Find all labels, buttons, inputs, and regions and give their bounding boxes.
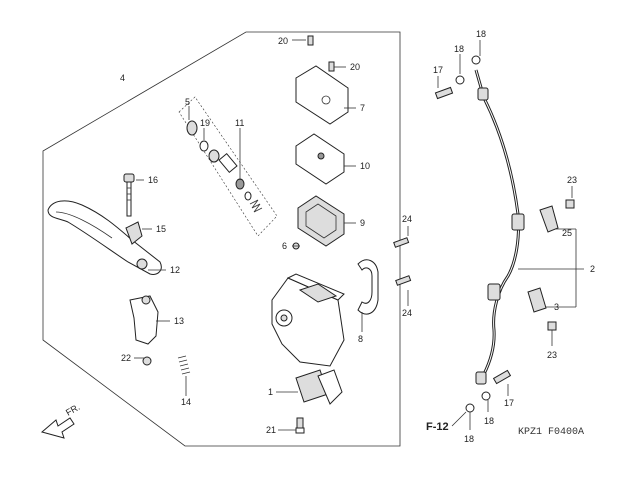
pivot-bolt [123,173,135,217]
ref-19: 19 [200,118,210,128]
reservoir-cover [295,65,349,125]
nut [142,356,152,366]
master-cylinder-body [271,273,345,405]
ref-18-upper-right: 18 [476,29,486,39]
front-arrow-icon [40,417,75,439]
ref-5: 5 [185,97,190,107]
ref-14: 14 [181,397,191,407]
ref-20-cover-screw: 20 [350,62,360,72]
ref-10: 10 [360,161,370,171]
bracket-pivot [141,295,151,305]
ref-15: 15 [156,224,166,234]
cover-screws [307,35,335,72]
ref-17-lower: 17 [504,398,514,408]
piston-kit-parts [186,120,263,213]
ref-22: 22 [121,353,131,363]
ref-7: 7 [360,103,365,113]
ref-24-upper: 24 [402,214,412,224]
ref-4: 4 [120,73,125,83]
holder [357,259,379,315]
ref-18-lower-right: 18 [484,416,494,426]
hose-clamps [527,205,559,313]
brake-lever [47,200,162,275]
ref-12: 12 [170,265,180,275]
ref-16: 16 [148,175,158,185]
ref-24-lower: 24 [402,308,412,318]
bleed-screw [295,417,305,434]
ref-9: 9 [360,218,365,228]
sealing-washers [455,55,491,413]
ref-25: 25 [562,228,572,238]
ref-20-top: 20 [278,36,288,46]
leader-lines [134,39,584,431]
part-reference-labels: 4 20 20 7 10 9 6 5 19 11 16 15 12 13 22 … [120,29,595,444]
ref-21: 21 [266,425,276,435]
ref-23-lower: 23 [547,350,557,360]
ref-23-upper: 23 [567,175,577,185]
return-spring [177,355,191,375]
ref-18-lower-left: 18 [464,434,474,444]
holder-bolts [393,237,412,286]
assembly-outline [42,31,401,447]
ref-6: 6 [282,241,287,251]
ref-1: 1 [268,387,273,397]
section-reference: F-12 [426,421,449,433]
brake-hose [474,69,525,385]
figure-code: KPZ1 F0400A [518,427,584,438]
front-marker-label: FR. [64,402,82,418]
brake-switch [125,221,143,245]
ref-2: 2 [590,264,595,274]
ref-13: 13 [174,316,184,326]
ref-18-upper-left: 18 [454,44,464,54]
diaphragm [297,195,345,247]
ref-17-upper: 17 [433,65,443,75]
ref-11: 11 [235,118,244,128]
ref-8: 8 [358,334,363,344]
banjo-bolts [434,86,512,385]
lever-bracket [129,295,159,345]
ref-3: 3 [554,302,559,312]
